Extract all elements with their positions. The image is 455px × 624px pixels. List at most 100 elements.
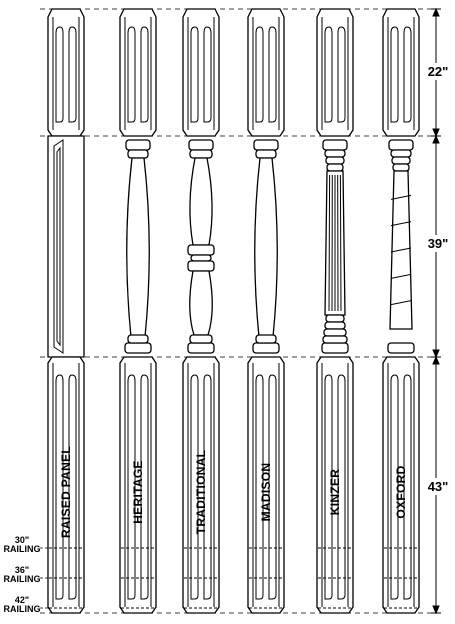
dimension-label-capital: 22" (428, 64, 449, 79)
post-base-block (247, 356, 285, 614)
post-capital-block (247, 8, 285, 137)
railing-height-42: 42" (15, 595, 29, 605)
shaft-ring-bottom (323, 328, 347, 337)
shaft-ring-bottom (325, 314, 345, 323)
shaft-ring-top (127, 149, 149, 159)
dashed-guide-lines (40, 8, 436, 614)
post-base-block (316, 356, 354, 614)
post-base-block-groove (68, 374, 77, 600)
dimension-arrow (432, 128, 440, 138)
shaft-band (390, 194, 412, 200)
post-capital-block-groove (268, 26, 277, 123)
shaft-ring-bottom (255, 334, 277, 344)
shaft-collar-bottom (124, 342, 152, 354)
dimension-label-shaft: 39" (428, 236, 449, 251)
post-capital-block-groove (127, 26, 136, 123)
post-traditional: TRADITIONAL (182, 8, 220, 614)
post-heritage: HERITAGE (119, 8, 157, 614)
shaft-collar-top (188, 139, 214, 151)
dimension-arrow (432, 349, 440, 359)
post-capital-block-groove (68, 26, 77, 123)
railing-label-42: RAILING (4, 604, 41, 614)
post-capital-block (182, 8, 220, 137)
post-base-block-groove (337, 374, 346, 600)
post-capital-block-groove (140, 26, 149, 123)
shaft-band (390, 221, 412, 227)
post-name-oxford: OXFORD (394, 465, 408, 518)
dimension-arrow (432, 7, 440, 17)
post-capital-block-groove (390, 26, 399, 123)
post-madison: MADISON (247, 8, 285, 614)
shaft-band (390, 300, 412, 306)
shaft-collar-bottom (187, 342, 215, 354)
shaft-ring-bottom (322, 335, 348, 344)
railing-height-30: 30" (15, 535, 29, 545)
dimension-markers (431, 7, 441, 615)
shaft-collar-top (388, 139, 414, 151)
post-capital-block-groove (403, 26, 412, 123)
post-capital-block-groove (203, 26, 212, 123)
shaft-center-ring (187, 244, 215, 256)
post-base-block-groove (268, 374, 277, 600)
shaft-ring-top (326, 163, 344, 172)
shaft-body (126, 157, 150, 338)
shaft-band (390, 247, 412, 253)
post-name-traditional: TRADITIONAL (194, 450, 208, 535)
shaft-center-ring (190, 254, 212, 262)
panel-shaft (47, 135, 85, 358)
post-capital-block (316, 8, 354, 137)
post-oxford: OXFORD (382, 8, 420, 614)
shaft-ring-top (392, 163, 410, 172)
post-name-kinzer: KINZER (328, 469, 342, 515)
post-raised-panel: RAISED PANEL (47, 8, 85, 614)
post-capital-block-groove (255, 26, 264, 123)
dimension-arrow (432, 134, 440, 144)
shaft-ring-bottom (189, 334, 213, 344)
post-base-block (382, 356, 420, 614)
post-drawings: RAISED PANEL HERITAGE TRADITIONAL MADISON KI… (40, 8, 420, 614)
railing-label-36: RAILING (4, 574, 41, 584)
shaft-collar-bottom (252, 342, 280, 354)
shaft-collar-top (125, 139, 151, 151)
shaft-body (254, 157, 278, 338)
shaft-flute (328, 174, 331, 312)
post-base-block-groove (390, 374, 399, 600)
railing-label-30: RAILING (4, 544, 41, 554)
post-base-block-groove (127, 374, 136, 600)
post-base-block-groove (55, 374, 64, 600)
post-capital-block-groove (324, 26, 333, 123)
post-capital-block (119, 8, 157, 137)
post-base-block-groove (324, 374, 333, 600)
post-capital-block-groove (190, 26, 199, 123)
dimension-arrow (432, 355, 440, 365)
post-name-raised-panel: RAISED PANEL (59, 446, 73, 538)
shaft-ring-bottom (324, 321, 346, 330)
post-name-heritage: HERITAGE (131, 460, 145, 524)
shaft-ring-bottom (127, 334, 149, 344)
post-base-block-groove (255, 374, 264, 600)
raised-panel-face (53, 139, 64, 354)
post-capital-block (382, 8, 420, 137)
shaft-band (390, 273, 412, 279)
dimension-label-base: 43" (428, 479, 449, 494)
railing-height-36: 36" (15, 565, 29, 575)
shaft-lower-vase (189, 270, 213, 336)
shaft-ring-top (390, 149, 412, 158)
post-base-block-groove (403, 374, 412, 600)
shaft-ring-top (324, 149, 346, 158)
post-name-madison: MADISON (259, 463, 273, 522)
shaft-ring-top (391, 156, 411, 165)
shaft-ring-top (255, 149, 277, 159)
shaft-collar-bottom (321, 342, 349, 354)
post-kinzer: KINZER (316, 8, 354, 614)
shaft-flute (339, 174, 342, 312)
railing-height-labels: 30" RAILING 36" RAILING 42" RAILING (4, 535, 41, 614)
shaft-collar-bottom (387, 342, 415, 354)
post-base-block (119, 356, 157, 614)
post-base-block-groove (203, 374, 212, 600)
post-capital-block-groove (55, 26, 64, 123)
post-base-block (47, 356, 85, 614)
shaft-center-ring (187, 260, 215, 272)
shaft-ring-top (325, 156, 345, 165)
